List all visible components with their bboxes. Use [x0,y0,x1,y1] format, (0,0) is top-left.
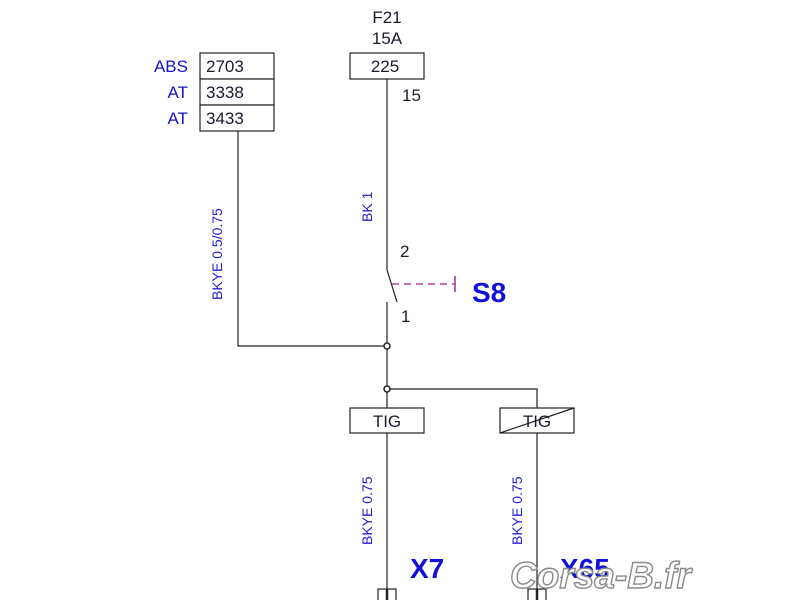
fuse-rating: 15A [372,29,403,48]
connector-table-label: AT [168,83,188,102]
wire-label-branch-right: BKYE 0.75 [509,476,525,545]
connector-table-row [199,104,275,132]
connector-x65-label: X65 [560,553,610,584]
connector-table-row [199,52,275,80]
connector-table-label: AT [168,109,188,128]
switch-contact [386,269,398,303]
connector-x7-label: X7 [410,553,444,584]
tig-box-right-label: TIG [523,412,551,431]
fuse-pin-number: 15 [402,86,421,105]
wire-label-branch-left: BKYE 0.75 [359,476,375,545]
junction-dot [383,342,391,350]
wire-branch-right [387,388,538,408]
fuse-circuit-number: 225 [371,57,399,76]
switch-s8 [386,269,456,303]
connector-table-label: ABS [154,57,188,76]
fuse-name: F21 [372,8,401,27]
switch-pin-top: 2 [400,242,409,261]
connector-x7-terminal [377,588,397,600]
tig-box-left [349,407,425,434]
connector-x65-terminal [527,588,547,600]
wire-label-left-vertical: BKYE 0.5/0.75 [209,208,225,300]
wire-left-vertical [237,131,387,347]
connector-table-value: 3338 [206,83,244,102]
switch-name: S8 [472,277,506,308]
connector-table-value: 3433 [206,109,244,128]
wire-label-fuse: BK 1 [359,191,375,222]
tig-box-right-strike [499,407,575,434]
watermark-text: Corsa-B.fr [510,555,694,596]
switch-pin-bottom: 1 [401,307,410,326]
tig-box-left-label: TIG [373,412,401,431]
fuse-circuit-box [349,52,425,80]
connector-table: ABS AT AT 2703 3338 3433 [154,52,275,132]
junction-dot [383,385,391,393]
connector-table-value: 2703 [206,57,244,76]
